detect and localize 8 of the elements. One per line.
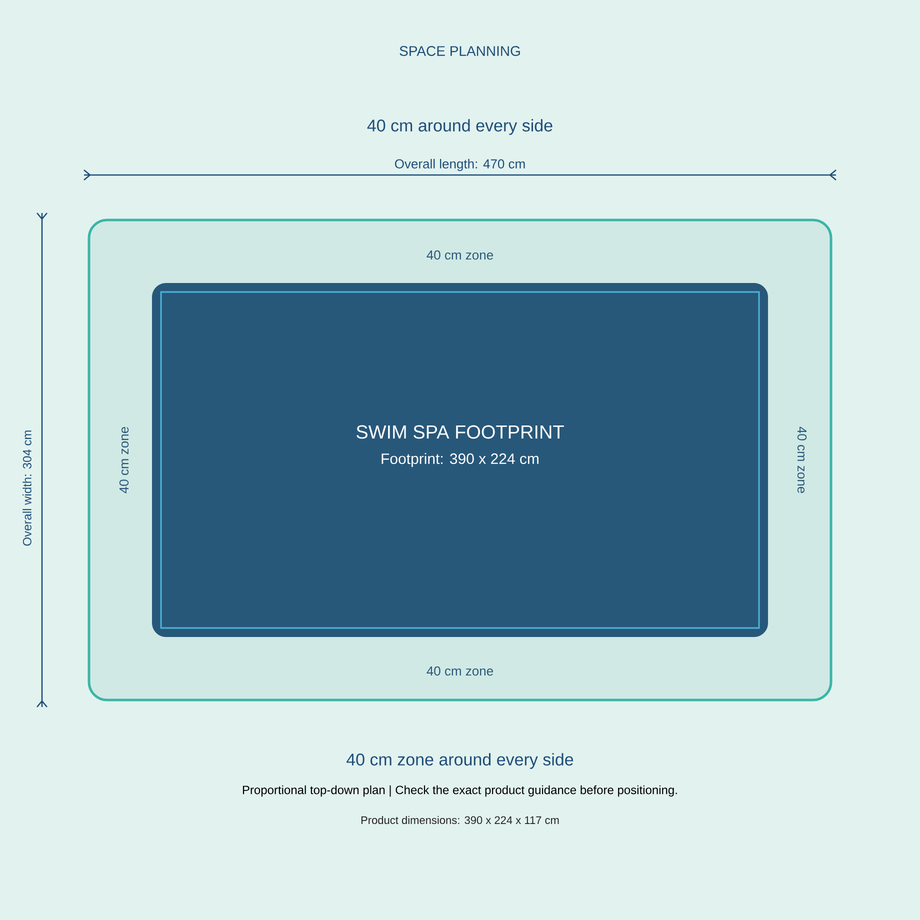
dimension-label: Overall length: 470 cm <box>394 158 525 172</box>
dimension-label: Overall width: 304 cm <box>22 430 32 546</box>
heading: SPACE PLANNING <box>400 46 520 56</box>
subtitle: 40 cm around every side <box>367 119 552 135</box>
footprint-box: SWIM SPA FOOTPRINT Footprint: 390 x 224 cm <box>152 283 768 637</box>
note: Product dimensions: 390 x 224 x 117 cm <box>361 816 559 824</box>
note: Proportional top-down plan | Check the exact product guidance before positioning. <box>242 785 677 797</box>
summary-text: 40 cm zone around every side <box>346 753 574 769</box>
